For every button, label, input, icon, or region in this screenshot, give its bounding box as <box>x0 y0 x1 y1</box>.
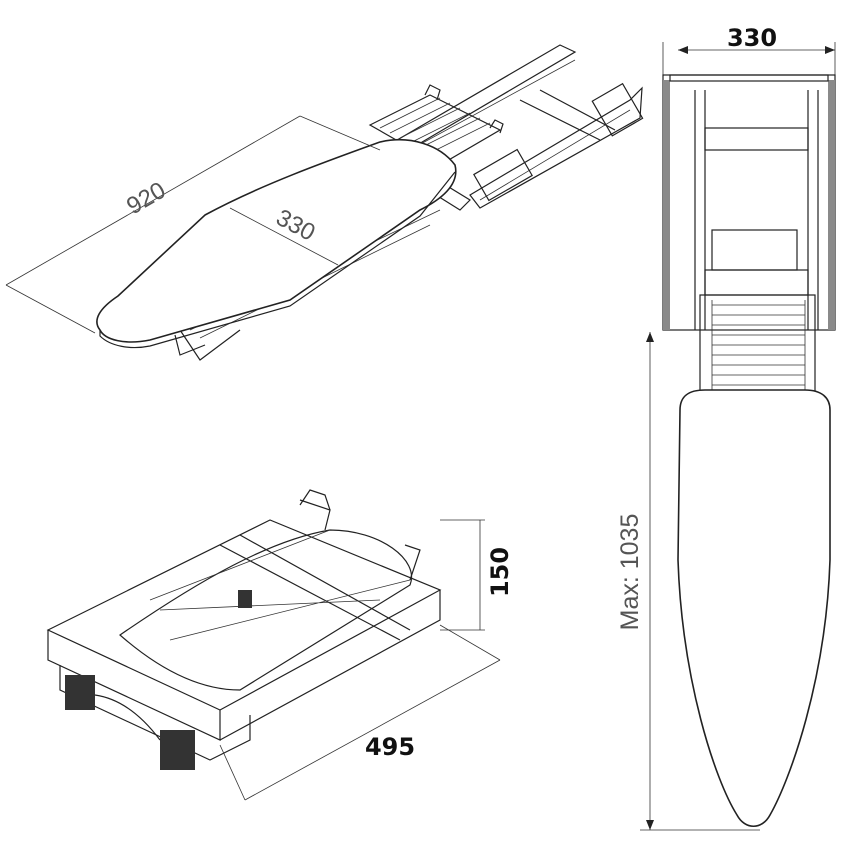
top-view: 330 Max: 1035 <box>616 24 836 831</box>
ironing-board-top-view <box>677 389 831 828</box>
rail-block-right <box>160 730 195 770</box>
folded-unit-view: 150 495 <box>46 489 514 801</box>
iron-socket <box>238 590 252 608</box>
depth-495-label: 495 <box>365 733 415 761</box>
rail-block-left <box>65 675 95 710</box>
perspective-extended-view: 920 330 <box>5 44 644 361</box>
top-width-330-label: 330 <box>727 24 777 52</box>
height-150-label: 150 <box>486 547 514 597</box>
max-length-label: Max: 1035 <box>616 514 644 631</box>
cabinet-side-right <box>828 80 835 330</box>
cabinet-side-left <box>663 80 670 330</box>
cabinet-outline <box>662 74 836 331</box>
ironing-board-top <box>96 138 457 343</box>
